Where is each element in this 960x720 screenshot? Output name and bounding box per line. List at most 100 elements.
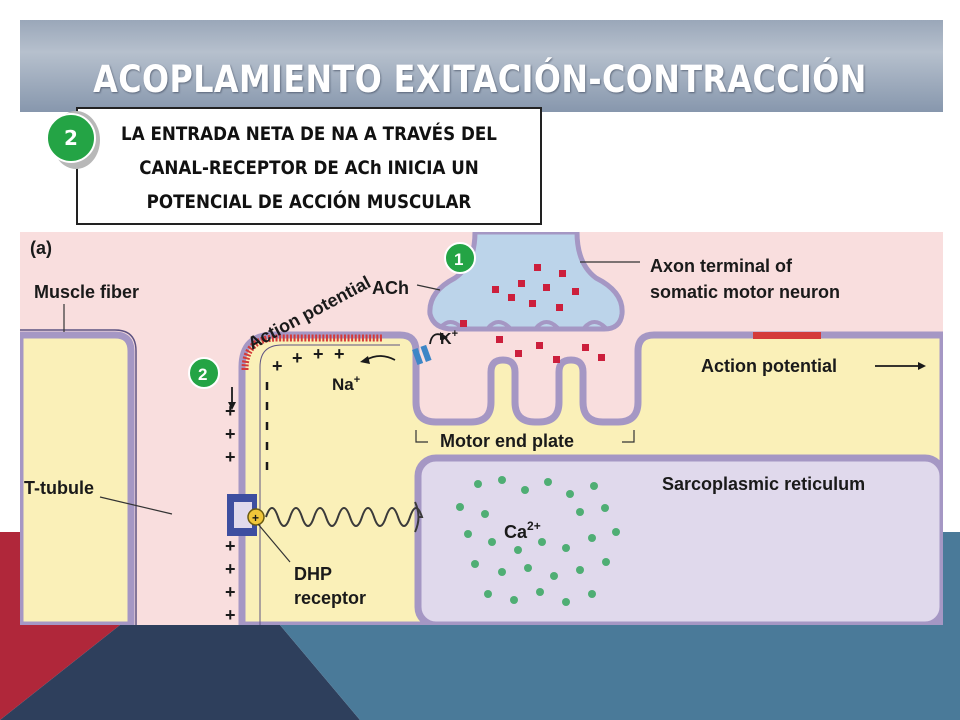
t-tubule-inner-edge	[259, 344, 400, 625]
ach-dot	[559, 270, 566, 277]
ca-dot	[588, 590, 596, 598]
sr-channel-edge	[414, 501, 420, 533]
ca-superscript: 2+	[527, 519, 541, 533]
ach-dot	[534, 264, 541, 271]
ca-dot	[510, 596, 518, 604]
na-ion-label: Na+	[332, 374, 360, 394]
action-potential-band-left	[241, 334, 382, 371]
axon-terminal	[427, 232, 625, 332]
callout-line-3: POTENCIAL DE ACCIÓN MUSCULAR	[146, 191, 472, 213]
svg-text:+: +	[225, 559, 236, 579]
ach-dot	[582, 344, 589, 351]
step-badge-number: 2	[46, 113, 96, 163]
ca-dot	[576, 566, 584, 574]
step-badge: 2	[46, 109, 100, 169]
ach-dot	[529, 300, 536, 307]
ryanodine-receptor-coil	[265, 507, 424, 527]
ca-dot	[456, 503, 464, 511]
ca-dot	[588, 534, 596, 542]
ach-receptor-channel	[412, 344, 432, 366]
excitation-contraction-diagram: + + + + + + + + + + + + 1	[20, 232, 943, 625]
leader-lines	[63, 261, 640, 563]
ach-dot	[496, 336, 503, 343]
ach-dot	[508, 294, 515, 301]
ach-dot	[572, 288, 579, 295]
ca-dot	[498, 476, 506, 484]
ca-dot	[590, 482, 598, 490]
callout-line-1: LA ENTRADA NETA DE NA A TRAVÉS DEL	[121, 123, 497, 145]
step2-badge: 2	[188, 357, 220, 389]
ca-dot	[612, 528, 620, 536]
na-ion-text: Na	[332, 375, 354, 394]
svg-text:+: +	[272, 356, 283, 376]
axon-terminal-label-line2: somatic motor neuron	[650, 282, 840, 302]
ca-dot	[562, 598, 570, 606]
ca-ion-text: Ca	[504, 522, 528, 542]
slide-title: ACOPLAMIENTO EXITACIÓN-CONTRACCIÓN	[93, 58, 867, 101]
ca-ion-label: Ca2+	[504, 519, 541, 542]
callout-box: LA ENTRADA NETA DE NA A TRAVÉS DEL CANAL…	[76, 107, 542, 225]
charge-signs: + + + + + + + + + + +	[225, 344, 345, 625]
arrowheads	[228, 332, 926, 410]
dhp-receptor-inner	[234, 502, 252, 528]
ach-dot	[515, 350, 522, 357]
ach-dot	[536, 342, 543, 349]
ca-dot	[484, 590, 492, 598]
k-ion-text: K	[440, 331, 452, 348]
ach-dots	[460, 264, 605, 363]
ca-dot	[464, 530, 472, 538]
ach-dot	[492, 286, 499, 293]
svg-text:+: +	[292, 348, 303, 368]
svg-text:+: +	[225, 401, 236, 421]
action-potential-right-label: Action potential	[701, 356, 837, 376]
bg-navy-shape	[0, 625, 360, 720]
svg-text:+: +	[225, 582, 236, 602]
ca-dot	[514, 546, 522, 554]
muscle-fiber-left-edge	[20, 329, 137, 625]
dhp-label-line2: receptor	[294, 588, 366, 608]
ca-dot	[562, 544, 570, 552]
bg-red-shape	[0, 532, 120, 720]
t-tubule-label: T-tubule	[24, 478, 94, 498]
action-potential-band-right	[753, 332, 821, 339]
ach-dot	[553, 356, 560, 363]
muscle-fiber-label: Muscle fiber	[34, 282, 139, 302]
axon-terminal-folds	[438, 320, 608, 330]
ca-dot	[538, 538, 546, 546]
ach-dot	[556, 304, 563, 311]
ca-dot	[601, 504, 609, 512]
motor-end-plate-label: Motor end plate	[440, 431, 574, 451]
axon-terminal-label-line1: Axon terminal of	[650, 256, 793, 276]
ca-dot	[498, 568, 506, 576]
panel-label: (a)	[30, 238, 52, 258]
svg-text:+: +	[225, 605, 236, 625]
ca-dot	[544, 478, 552, 486]
ca-dot	[471, 560, 479, 568]
ca-dot	[524, 564, 532, 572]
svg-text:+: +	[225, 536, 236, 556]
step1-badge: 1	[444, 242, 476, 274]
sarcoplasmic-reticulum-label: Sarcoplasmic reticulum	[662, 474, 865, 494]
k-ion-label: K+	[440, 328, 458, 348]
callout-line-2: CANAL-RECEPTOR DE ACh INICIA UN	[139, 157, 479, 179]
ca-dot	[602, 558, 610, 566]
ca-dot	[481, 510, 489, 518]
ach-label: ACh	[372, 278, 409, 298]
dhp-plus-symbol: +	[252, 511, 259, 525]
ca-dot	[536, 588, 544, 596]
title-band	[20, 20, 943, 112]
ca-dot	[521, 486, 529, 494]
ca-dot	[566, 490, 574, 498]
svg-text:+: +	[334, 344, 345, 364]
muscle-fiber-left	[20, 331, 135, 625]
svg-text:+: +	[225, 447, 236, 467]
ach-dot	[598, 354, 605, 361]
ca-dot	[488, 538, 496, 546]
bg-teal-shape	[280, 532, 960, 720]
dhp-charge-icon	[247, 508, 265, 526]
ca-dots	[456, 476, 620, 606]
sarcoplasmic-reticulum	[414, 454, 943, 625]
ca-dot	[474, 480, 482, 488]
ach-dot	[460, 320, 467, 327]
svg-text:+: +	[225, 424, 236, 444]
